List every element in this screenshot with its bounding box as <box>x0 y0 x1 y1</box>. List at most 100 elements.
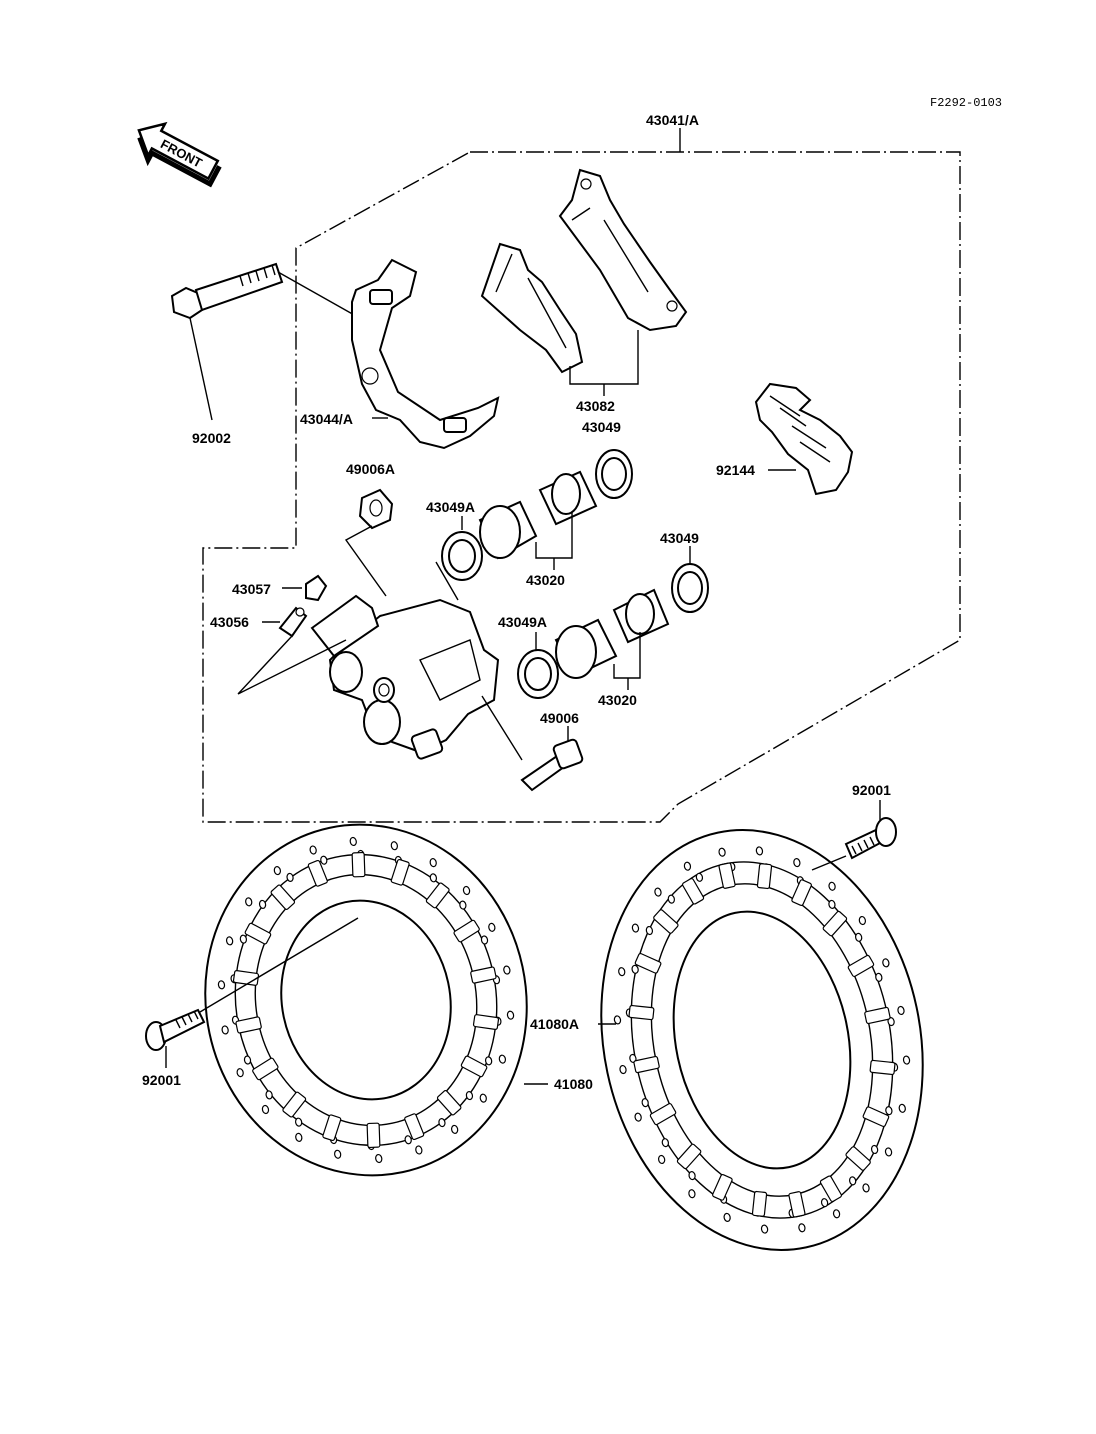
disc-hole <box>217 980 226 990</box>
brake-disc-right <box>600 829 924 1251</box>
disc-hole <box>828 881 836 891</box>
bleeder-valve <box>278 606 308 638</box>
disc-hole <box>641 1098 649 1108</box>
disc-hole <box>265 1090 273 1100</box>
disc-hole <box>438 1118 446 1128</box>
disc-slot <box>628 1004 655 1021</box>
caliper-bolt <box>170 262 357 421</box>
disc-hole <box>236 1068 244 1078</box>
disc-hole <box>484 1056 493 1066</box>
disc-hole <box>723 1212 731 1222</box>
disc-slot <box>235 1016 262 1034</box>
disc-hole <box>820 1198 829 1208</box>
disc-hole <box>870 1144 879 1155</box>
disc-hole <box>334 1149 342 1159</box>
disc-slot <box>270 884 296 910</box>
disc-hole <box>683 861 692 871</box>
label-43056: 43056 <box>210 614 249 630</box>
disc-slot <box>436 1090 462 1116</box>
disc-hole <box>450 1124 459 1134</box>
piston-seal-lower-right <box>671 563 709 613</box>
disc-hole <box>755 846 764 856</box>
bleeder-cap <box>305 574 328 602</box>
disc-slot <box>869 1059 896 1076</box>
disc-slot <box>676 1143 702 1170</box>
label-43049-top: 43049 <box>582 419 621 435</box>
caliper-boot-a <box>358 488 394 530</box>
disc-slot <box>244 922 272 945</box>
disc-hole <box>657 1154 666 1165</box>
disc-slot <box>460 1055 488 1078</box>
disc-slot <box>390 858 410 886</box>
label-43082: 43082 <box>576 398 615 414</box>
disc-hole <box>798 1223 806 1233</box>
disc-hole <box>902 1055 911 1065</box>
disc-hole <box>885 1106 893 1116</box>
disc-hole <box>688 1189 696 1199</box>
disc-hole <box>429 858 437 868</box>
disc-slot <box>862 1106 890 1128</box>
disc-hole <box>695 872 704 882</box>
disc-hole <box>645 925 654 936</box>
disc-hole <box>898 1103 906 1113</box>
disc-hole <box>479 1093 487 1103</box>
disc-hole <box>503 965 511 975</box>
disc-slot <box>232 970 260 986</box>
disc-hole <box>661 1138 669 1148</box>
disc-hole <box>309 845 317 855</box>
disc-slot <box>351 851 366 878</box>
disc-hole <box>375 1153 383 1164</box>
disc-hole <box>320 855 328 865</box>
assembly-boundary <box>202 151 961 823</box>
disc-hole <box>349 836 357 847</box>
brake-pad-right <box>558 168 688 332</box>
disc-slot <box>788 1191 806 1218</box>
disc-slot <box>819 1175 842 1202</box>
disc-hole <box>506 1010 515 1020</box>
caliper-bracket <box>351 258 500 450</box>
disc-hole <box>631 923 640 933</box>
label-49006: 49006 <box>540 710 579 726</box>
disc-slot <box>712 1173 733 1201</box>
disc-slot <box>425 882 450 909</box>
disc-hole <box>488 922 496 932</box>
brake-disc-left <box>204 823 528 1177</box>
disc-hole <box>295 1132 303 1142</box>
brake-pad-left <box>480 242 584 374</box>
disc-bolt-left <box>145 1008 206 1051</box>
disc-hole <box>828 899 836 909</box>
disc-slot <box>791 879 812 907</box>
disc-slot <box>633 1055 660 1074</box>
disc-slot <box>822 910 848 937</box>
disc-slot <box>653 909 679 934</box>
disc-slot <box>718 862 736 889</box>
disc-hole <box>498 1054 507 1064</box>
disc-hole <box>688 1171 696 1181</box>
disc-hole <box>667 894 675 904</box>
disc-hole <box>613 1015 622 1025</box>
disc-slot <box>404 1113 425 1141</box>
label-43049a-upper: 43049A <box>426 499 475 515</box>
disc-hole <box>245 897 253 907</box>
disc-hole <box>273 866 282 876</box>
disc-hole <box>897 1005 905 1016</box>
disc-hole <box>239 934 248 944</box>
disc-slot <box>682 878 705 905</box>
disc-hole <box>261 1104 270 1115</box>
disc-hole <box>858 915 867 926</box>
disc-hole <box>618 967 626 977</box>
disc-hole <box>631 964 639 974</box>
disc-hole <box>243 1055 252 1065</box>
disc-hole <box>875 972 883 982</box>
label-43049a-lower: 43049A <box>498 614 547 630</box>
disc-hole <box>221 1025 229 1035</box>
disc-hole <box>862 1183 870 1193</box>
disc-hole <box>718 847 726 857</box>
label-41080a: 41080A <box>530 1016 579 1032</box>
label-41080: 41080 <box>554 1076 593 1092</box>
disc-slot <box>751 1190 768 1217</box>
label-92001-left: 92001 <box>142 1072 181 1088</box>
disc-hole <box>429 873 438 883</box>
disc-bolt-right <box>844 817 897 860</box>
disc-hole <box>882 958 890 968</box>
